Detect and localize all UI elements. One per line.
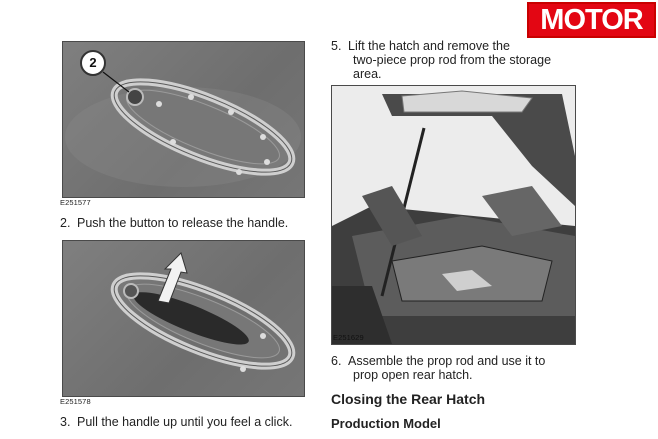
step-number: 2. bbox=[60, 216, 71, 230]
step-number: 5. bbox=[331, 39, 342, 53]
figure-pull-handle bbox=[62, 240, 305, 397]
latch-illustration-1 bbox=[65, 71, 301, 187]
step-text-line2: two-piece prop rod from the storage bbox=[353, 53, 552, 67]
step-text: Pull the handle up until you feel a clic… bbox=[77, 415, 293, 429]
step-3: 3. Pull the handle up until you feel a cl… bbox=[60, 415, 292, 429]
step-2: 2. Push the button to release the handle. bbox=[60, 216, 288, 230]
step-text-line2: prop open rear hatch. bbox=[353, 368, 473, 382]
figure-code-1: E251577 bbox=[60, 198, 91, 207]
step-number: 3. bbox=[60, 415, 71, 429]
step-number: 6. bbox=[331, 354, 342, 368]
figure-rear-hatch-open bbox=[331, 85, 576, 345]
section-subtitle: Production Model bbox=[331, 416, 441, 431]
step-text: Push the button to release the handle. bbox=[77, 216, 289, 230]
step-text-line1: Lift the hatch and remove the bbox=[348, 39, 510, 53]
step-text-line3: area. bbox=[353, 67, 382, 81]
callout-number: 2 bbox=[80, 50, 106, 76]
motor-logo: MOTOR bbox=[527, 2, 656, 38]
step-5: 5. Lift the hatch and remove the two-piec… bbox=[331, 39, 551, 81]
figure-push-button: 2 bbox=[62, 41, 305, 198]
figure-code-2: E251578 bbox=[60, 397, 91, 406]
hatch-illustration bbox=[332, 86, 575, 344]
figure-code-3: E251629 bbox=[333, 333, 364, 342]
logo-text: MOTOR bbox=[540, 4, 643, 36]
step-6: 6. Assemble the prop rod and use it to pr… bbox=[331, 354, 545, 382]
latch-illustration-2 bbox=[110, 252, 296, 372]
section-title: Closing the Rear Hatch bbox=[331, 391, 486, 407]
step-text-line1: Assemble the prop rod and use it to bbox=[348, 354, 546, 368]
